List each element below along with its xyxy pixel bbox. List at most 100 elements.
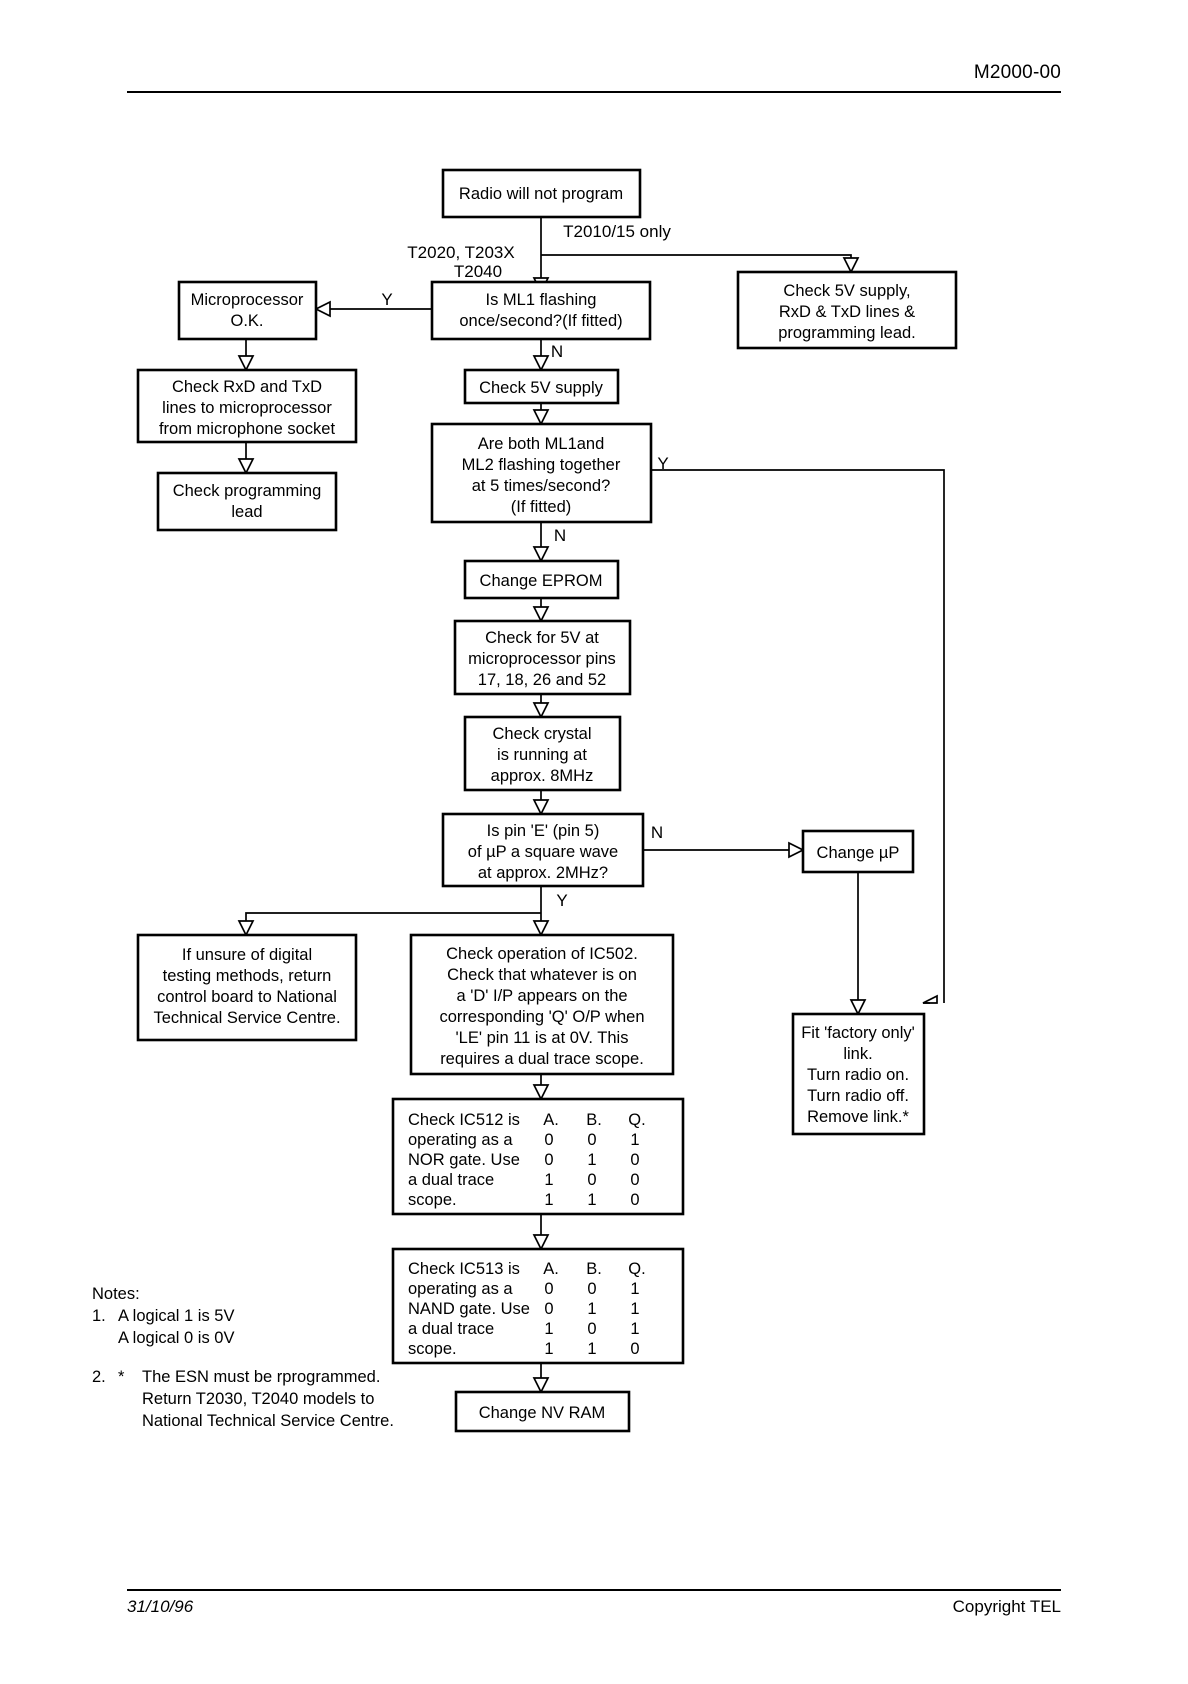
node-check5v-prog[interactable] [736, 270, 958, 350]
ic512-r1-a: 0 [544, 1151, 553, 1169]
arrowhead-ml1ml2-yes [922, 994, 938, 1004]
edge-label-t2040: T2040 [454, 262, 502, 281]
node-check-programming-lead[interactable] [156, 471, 338, 532]
node-ic502-line-6: requires a dual trace scope. [440, 1050, 644, 1068]
ic513-header-q: Q. [628, 1260, 645, 1278]
node-ic502-line-4: corresponding 'Q' O/P when [439, 1008, 644, 1026]
node-check-5v-pins[interactable] [453, 619, 632, 696]
node-ml1ml2-line-2: ML2 flashing together [462, 456, 621, 474]
ic512-header-b: B. [586, 1111, 602, 1129]
arrowhead-ml1-no [532, 355, 550, 372]
node-change-up[interactable] [801, 829, 915, 874]
node-unsure-line-2: testing methods, return [163, 967, 332, 985]
arrowhead-pinE-no [788, 841, 805, 859]
ic513-r3-q: 0 [630, 1340, 639, 1358]
ic512-r2-q: 0 [630, 1171, 639, 1189]
node-factory-line-5: Remove link.* [807, 1108, 909, 1126]
node-crystal-line-1: Check crystal [492, 725, 591, 743]
node-pin-e-square-wave[interactable] [441, 812, 645, 888]
node-check-crystal[interactable] [463, 715, 622, 792]
ic513-header-a: A. [543, 1260, 559, 1278]
node-ml1-line-2: once/second?(If fitted) [459, 312, 622, 330]
arrowhead-pinE-yes [532, 920, 550, 937]
edge-label-ml1ml2-yes: Y [657, 454, 668, 473]
node-uprocok-line-1: Microprocessor [191, 291, 304, 309]
node-eprom-label: Change EPROM [480, 572, 603, 590]
ic513-r0-q: 1 [630, 1280, 639, 1298]
edge-label-t2010-15-only: T2010/15 only [563, 222, 671, 241]
ic513-r2-b: 0 [587, 1320, 596, 1338]
notes-heading: Notes: [92, 1285, 140, 1303]
node-pinE-line-2: of µP a square wave [468, 843, 618, 861]
arrowhead-ml1ml2-no [532, 546, 550, 563]
node-microprocessor-ok[interactable] [177, 280, 318, 341]
node-unsure-line-4: Technical Service Centre. [153, 1009, 340, 1027]
note-2-line-3: National Technical Service Centre. [142, 1412, 394, 1430]
node-change-nv-ram[interactable] [454, 1390, 631, 1433]
node-ic502-line-5: 'LE' pin 11 is at 0V. This [456, 1029, 629, 1047]
ic513-r0-b: 0 [587, 1280, 596, 1298]
ic512-text-line-5: scope. [408, 1191, 457, 1209]
node-check-ic512[interactable] [391, 1097, 685, 1216]
node-factory-line-1: Fit 'factory only' [801, 1024, 915, 1042]
node-fit-factory-link[interactable] [791, 1012, 926, 1136]
node-unsure-line-3: control board to National [157, 988, 337, 1006]
node-check-ic513[interactable] [391, 1247, 685, 1365]
ic513-r3-a: 1 [544, 1340, 553, 1358]
node-unsure-line-1: If unsure of digital [182, 946, 312, 964]
node-check-rxd-txd[interactable] [136, 368, 358, 444]
node-if-unsure-digital[interactable] [136, 933, 358, 1042]
arrowhead-unsure [237, 920, 255, 937]
node-check-ic502[interactable] [409, 933, 675, 1076]
node-start-label: Radio will not program [459, 185, 623, 203]
node-ml1-ml2-flashing[interactable] [430, 422, 653, 524]
node-change-eprom[interactable] [463, 559, 620, 600]
ic513-header-b: B. [586, 1260, 602, 1278]
edge-label-t2020-t203x: T2020, T203X [407, 243, 514, 262]
node-ml1-line-1: Is ML1 flashing [486, 291, 597, 309]
edge-start-to-check5vprog [541, 254, 852, 258]
arrowhead-pins-crystal [532, 702, 550, 719]
ic513-r3-b: 1 [587, 1340, 596, 1358]
ic513-r0-a: 0 [544, 1280, 553, 1298]
node-rxdtxd-line-3: from microphone socket [159, 420, 335, 438]
arrowhead-ic502-ic512 [532, 1084, 550, 1101]
node-crystal-line-3: approx. 8MHz [491, 767, 594, 785]
footer-date: 31/10/96 [127, 1597, 194, 1616]
node-check5v-prog-line-3: programming lead. [778, 324, 916, 342]
ic512-text-line-3: NOR gate. Use [408, 1151, 520, 1169]
node-factory-line-3: Turn radio on. [807, 1066, 909, 1084]
node-factory-line-4: Turn radio off. [807, 1087, 909, 1105]
edge-label-ml1ml2-no: N [554, 526, 566, 545]
note-1-number: 1. [92, 1307, 106, 1325]
node-pinE-line-3: at approx. 2MHz? [478, 864, 608, 882]
header-rule [127, 91, 1061, 93]
ic513-text-line-2: operating as a [408, 1280, 513, 1298]
note-2-line-1: The ESN must be rprogrammed. [142, 1368, 381, 1386]
node-ic502-line-1: Check operation of IC502. [446, 945, 638, 963]
arrowhead-rxdtxd-proglead [237, 458, 255, 475]
arrowhead-start-check5vprog [842, 257, 860, 274]
node-ic502-line-2: Check that whatever is on [447, 966, 637, 984]
footer-copyright: Copyright TEL [952, 1597, 1061, 1616]
note-item-1: 1. A logical 1 is 5V [92, 1305, 394, 1327]
node-rxdtxd-line-1: Check RxD and TxD [172, 378, 322, 396]
node-changeup-label: Change µP [817, 844, 900, 862]
node-pins-line-3: 17, 18, 26 and 52 [478, 671, 606, 689]
node-ml1-flashing[interactable] [430, 280, 652, 341]
ic513-text-line-1: Check IC513 is [408, 1260, 520, 1278]
node-pins-line-1: Check for 5V at [485, 629, 599, 647]
node-uprocok-line-2: O.K. [230, 312, 263, 330]
edge-label-pinE-no: N [651, 823, 663, 842]
ic512-r0-a: 0 [544, 1131, 553, 1149]
ic513-r2-q: 1 [630, 1320, 639, 1338]
ic512-r2-b: 0 [587, 1171, 596, 1189]
ic512-r3-b: 1 [587, 1191, 596, 1209]
node-start[interactable] [441, 168, 642, 219]
notes-block: Notes: 1. A logical 1 is 5V A logical 0 … [92, 1283, 394, 1432]
node-check-5v-supply[interactable] [463, 368, 620, 405]
ic512-r0-q: 1 [630, 1131, 639, 1149]
ic512-r0-b: 0 [587, 1131, 596, 1149]
